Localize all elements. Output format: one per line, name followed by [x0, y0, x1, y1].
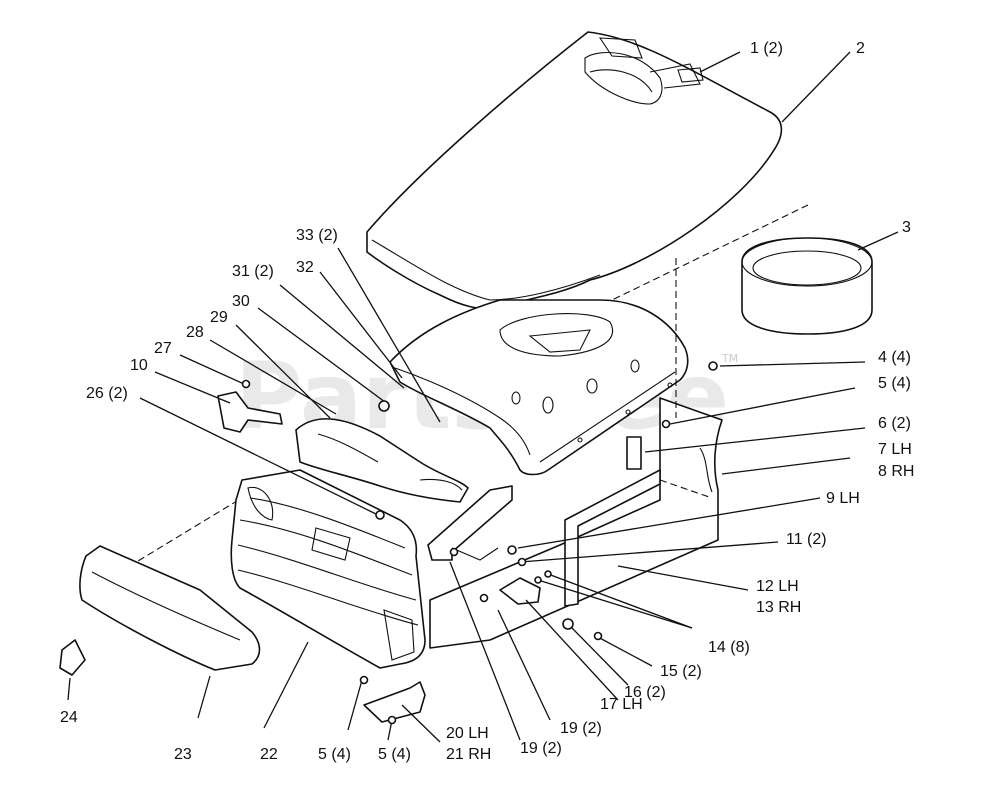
watermark-trademark: TM [721, 352, 738, 365]
callout-21: 21 RH [446, 746, 491, 763]
side-bracket-part [564, 469, 661, 607]
callout-5: 5 (4) [878, 375, 911, 392]
hood-part [366, 31, 783, 310]
lower-bracket-part [363, 681, 426, 723]
callout-16: 16 (2) [624, 684, 666, 701]
leader-lines [67, 51, 899, 743]
callout-27: 27 [154, 340, 172, 357]
callout-14: 14 (8) [708, 639, 750, 656]
callout-15: 15 (2) [660, 663, 702, 680]
callout-5b: 5 (4) [318, 746, 351, 763]
air-ring-part [741, 237, 873, 335]
callout-7: 7 LH [878, 441, 912, 458]
callout-3: 3 [902, 219, 911, 236]
callout-24: 24 [60, 709, 78, 726]
callout-11: 11 (2) [786, 531, 827, 548]
callout-23: 23 [174, 746, 192, 763]
callout-26: 26 (2) [86, 385, 128, 402]
callout-12: 12 LH [756, 578, 799, 595]
callout-10: 10 [130, 357, 148, 374]
air-duct-part [295, 418, 469, 503]
callout-13: 13 RH [756, 599, 801, 616]
callout-8: 8 RH [878, 463, 914, 480]
callout-labels: 1 (2) 2 3 4 (4) 5 (4) 6 (2) 7 LH 8 RH 9 … [60, 40, 914, 763]
callout-19b: 19 (2) [520, 740, 562, 757]
callout-5c: 5 (4) [378, 746, 411, 763]
cross-bracket-part [427, 485, 513, 561]
small-bracket-part [499, 577, 541, 605]
callout-9: 9 LH [826, 490, 860, 507]
front-bumper-part [79, 545, 261, 671]
grille-part [230, 469, 426, 669]
callout-4: 4 (4) [878, 349, 911, 366]
callout-28: 28 [186, 324, 204, 341]
side-panel-part [429, 397, 723, 649]
callout-22: 22 [260, 746, 278, 763]
callout-31: 31 (2) [232, 263, 274, 280]
callout-19a: 19 (2) [560, 720, 602, 737]
callout-2: 2 [856, 40, 865, 57]
panel-clip-part [626, 436, 642, 470]
callout-29: 29 [210, 309, 228, 326]
callout-1: 1 (2) [750, 40, 783, 57]
callout-30: 30 [232, 293, 250, 310]
callout-17: 17 LH [600, 696, 643, 713]
callout-32: 32 [296, 259, 314, 276]
hood-frame-part [389, 299, 689, 476]
callout-33: 33 (2) [296, 227, 338, 244]
mount-bracket-part [217, 391, 283, 433]
callout-6: 6 (2) [878, 415, 911, 432]
emblem-part [59, 639, 86, 676]
hardware-items [241, 361, 718, 725]
callout-20: 20 LH [446, 725, 489, 742]
